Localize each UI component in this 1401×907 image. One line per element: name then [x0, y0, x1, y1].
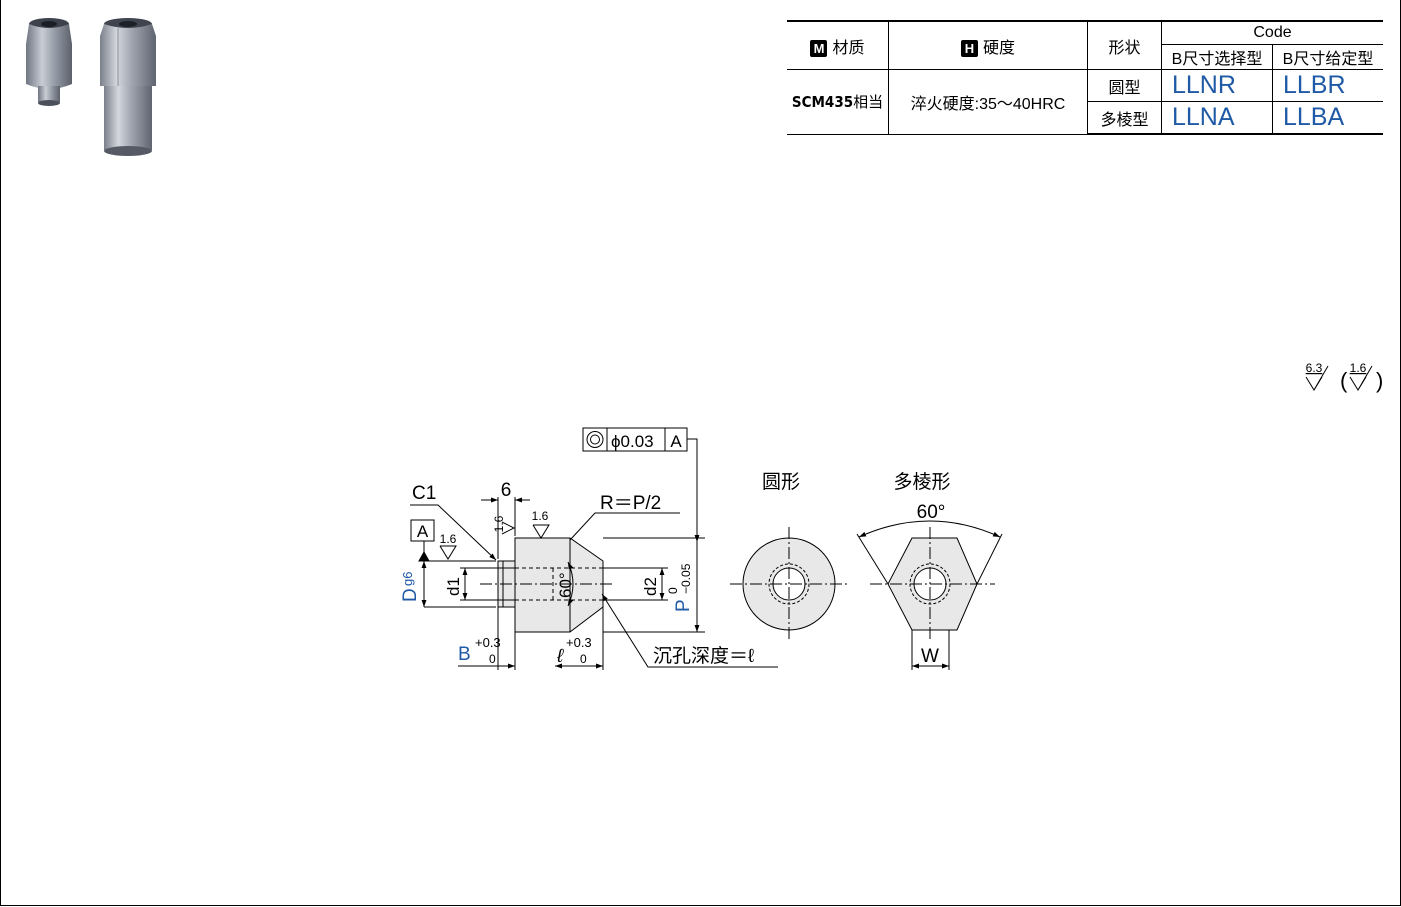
code-llnr: LLNR: [1161, 69, 1273, 102]
tolerance-datum: A: [670, 432, 682, 451]
svg-text:B: B: [458, 644, 471, 665]
material-suffix: 相当: [853, 93, 884, 112]
polygon-angle-label: 60°: [917, 502, 946, 523]
dimension-lines: [410, 497, 778, 670]
d-label: D g6: [400, 572, 421, 602]
surface-finish-general: 6.3 ( 1.6 ): [1305, 361, 1383, 393]
dim-6-label: 6: [501, 480, 512, 501]
shape-round: 圆型: [1087, 69, 1162, 102]
finish-1: 1.6: [532, 509, 549, 523]
shape-polygon: 多棱型: [1087, 101, 1162, 135]
hardness-badge-icon: H: [960, 39, 978, 57]
part-finish-marks: [439, 521, 550, 560]
svg-text:P: P: [673, 599, 694, 612]
code-llba: LLBA: [1272, 101, 1383, 135]
tolerance-value: ϕ0.03: [611, 432, 654, 451]
material-badge-icon: M: [810, 39, 828, 57]
hardness-header-label: 硬度: [982, 39, 1015, 57]
d1-label: d1: [444, 577, 463, 596]
svg-text:D: D: [400, 588, 421, 602]
svg-text:ℓ: ℓ: [556, 646, 564, 667]
material-cell: SCM435相当: [787, 69, 889, 135]
finish-general-value: 6.3: [1306, 361, 1323, 375]
svg-text:+0.3: +0.3: [566, 635, 592, 650]
round-end-view: [730, 527, 848, 641]
polygon-view-title: 多棱形: [893, 471, 950, 493]
datum-label: A: [417, 522, 429, 541]
finish-paren-open: (: [1340, 368, 1348, 393]
hardness-value: 淬火硬度:35～40HRC: [888, 69, 1088, 135]
svg-text:0: 0: [489, 652, 496, 666]
svg-text:0: 0: [580, 652, 587, 666]
polygon-end-view: [856, 520, 1003, 670]
svg-text:0: 0: [666, 587, 680, 594]
tolerance-frame: ϕ0.03 A: [582, 427, 700, 542]
shape-header: 形状: [1087, 20, 1162, 70]
code-b-select-header: B尺寸选择型: [1161, 44, 1273, 70]
finish-paren-value: 1.6: [1350, 361, 1367, 375]
material-header-label: 材质: [832, 39, 865, 57]
material-value: SCM435: [791, 93, 854, 112]
finish-3: 1.6: [440, 532, 457, 546]
datum-box: [410, 519, 435, 542]
code-llna: LLNA: [1161, 101, 1273, 135]
p-label: P 0 −0.05: [666, 563, 694, 612]
svg-text:+0.3: +0.3: [475, 635, 501, 650]
counterbore-label: 沉孔深度＝ℓ: [653, 645, 754, 667]
finish-2: 1.6: [492, 515, 506, 532]
l-label: ℓ +0.3 0: [556, 635, 592, 667]
r-label: R＝P/2: [600, 493, 661, 514]
code-header: Code: [1161, 20, 1383, 45]
angle-60-label: 60°: [556, 572, 575, 598]
code-llbr: LLBR: [1272, 69, 1383, 102]
c1-label: C1: [412, 483, 436, 504]
product-photo-polygon: [100, 18, 156, 156]
product-photo-round: [26, 18, 72, 106]
d2-label: d2: [641, 577, 660, 596]
svg-text:−0.05: −0.05: [679, 563, 693, 594]
finish-paren-close: ): [1376, 368, 1383, 393]
w-label: W: [921, 646, 939, 667]
svg-text:g6: g6: [400, 572, 415, 586]
code-b-given-header: B尺寸给定型: [1272, 44, 1383, 70]
part-side-view: [480, 537, 615, 633]
round-view-title: 圆形: [762, 471, 800, 493]
b-label: B +0.3 0: [458, 635, 501, 666]
